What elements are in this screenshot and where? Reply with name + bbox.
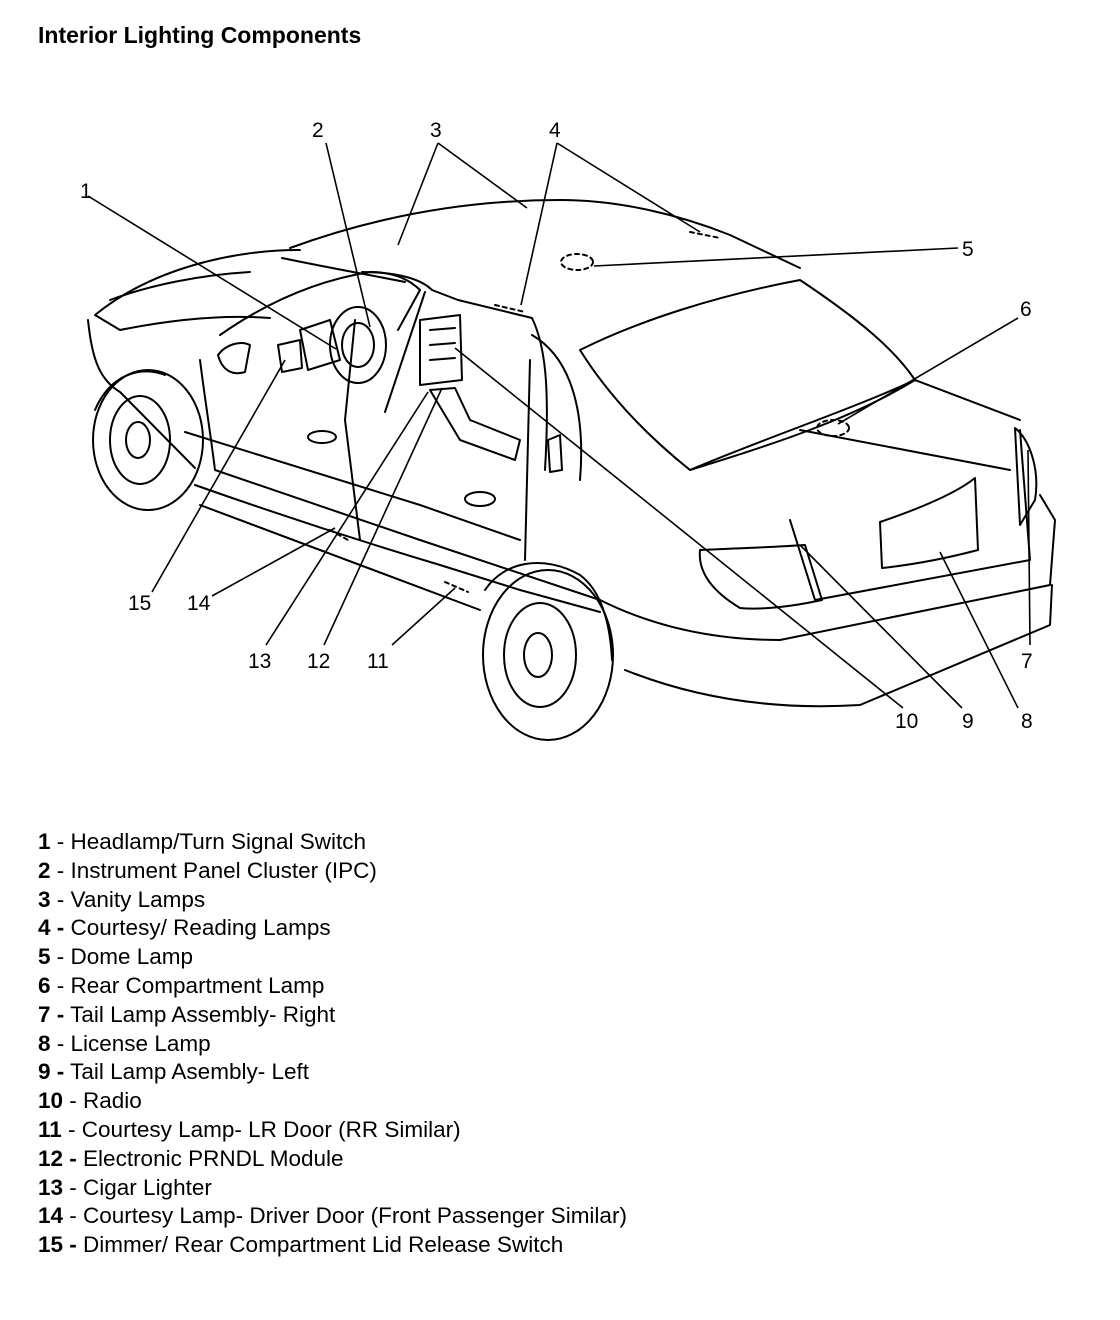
page-title: Interior Lighting Components [38, 22, 362, 48]
legend-separator: - [63, 1174, 84, 1200]
legend-item: 11 - Courtesy Lamp- LR Door (RR Similar) [38, 1116, 627, 1145]
legend-item: 8 - License Lamp [38, 1030, 627, 1059]
legend-separator: - [63, 1203, 84, 1229]
leader-7 [1027, 449, 1031, 646]
callout-13: 13 [248, 650, 271, 673]
legend-number: 9 - [38, 1059, 65, 1085]
legend-text: Rear Compartment Lamp [70, 972, 325, 998]
legend-text: Cigar Lighter [83, 1174, 212, 1200]
legend-item: 5 - Dome Lamp [38, 943, 627, 972]
callout-14: 14 [187, 592, 211, 615]
callout-6: 6 [1020, 298, 1032, 321]
legend-text: Instrument Panel Cluster (IPC) [70, 857, 377, 883]
callout-5: 5 [962, 238, 974, 261]
leader-8 [939, 551, 1019, 709]
leader-5 [593, 247, 959, 267]
legend-number: 6 [38, 972, 51, 998]
callout-3: 3 [430, 119, 442, 142]
legend-separator: - [50, 829, 71, 854]
leader-4b [556, 142, 701, 233]
callout-4: 4 [549, 119, 561, 142]
legend-separator: - [61, 1116, 82, 1142]
legend-item: 14 - Courtesy Lamp- Driver Door (Front P… [38, 1202, 627, 1231]
legend-number: 13 [38, 1174, 64, 1200]
legend-number: 10 [38, 1088, 64, 1114]
legend-item: 15 - Dimmer/ Rear Compartment Lid Releas… [38, 1231, 627, 1260]
callout-12: 12 [307, 650, 330, 673]
leader-9 [799, 544, 963, 709]
legend-text: License Lamp [70, 1030, 211, 1056]
legend-number: 4 - [38, 915, 65, 941]
legend-number: 15 - [38, 1232, 77, 1258]
legend-item: 12 - Electronic PRNDL Module [38, 1145, 627, 1174]
legend-item: 6 - Rear Compartment Lamp [38, 972, 627, 1001]
legend-item: 1 - Headlamp/Turn Signal Switch [38, 828, 627, 857]
legend-separator: - [50, 857, 71, 883]
legend-text: Courtesy/ Reading Lamps [70, 915, 331, 941]
legend-item: 10 - Radio [38, 1087, 627, 1116]
legend-text: Courtesy Lamp- LR Door (RR Similar) [81, 1116, 461, 1142]
legend-item: 3 - Vanity Lamps [38, 886, 627, 915]
legend-separator: - [50, 944, 71, 970]
car-illustration [87, 199, 1056, 741]
leader-2 [325, 142, 371, 328]
legend-item: 7 - Tail Lamp Assembly- Right [38, 1001, 627, 1030]
legend-text: Radio [83, 1088, 142, 1114]
legend-item: 4 - Courtesy/ Reading Lamps [38, 914, 627, 943]
leader-12 [323, 387, 443, 646]
legend-separator: - [50, 886, 71, 912]
legend-number: 7 - [38, 1001, 65, 1027]
callout-1: 1 [80, 180, 92, 203]
legend-item: 13 - Cigar Lighter [38, 1174, 627, 1203]
legend-separator: - [50, 1030, 71, 1056]
legend-item: 9 - Tail Lamp Asembly- Left [38, 1058, 627, 1087]
legend-text: Dimmer/ Rear Compartment Lid Release Swi… [83, 1232, 564, 1258]
leader-4a [520, 142, 558, 306]
leader-1 [87, 195, 337, 350]
legend-number: 14 [38, 1203, 64, 1229]
legend-number: 5 [38, 944, 51, 970]
callout-9: 9 [962, 710, 974, 733]
legend-text: Dome Lamp [70, 944, 194, 970]
legend-text: Vanity Lamps [70, 886, 206, 912]
legend-text: Electronic PRNDL Module [83, 1145, 344, 1171]
legend-number: 1 [38, 829, 51, 854]
component-legend: 1 - Headlamp/Turn Signal Switch 2 - Inst… [38, 828, 627, 1260]
legend-text: Headlamp/Turn Signal Switch [70, 829, 367, 854]
legend-text: Tail Lamp Assembly- Right [70, 1001, 336, 1027]
leader-3b [437, 142, 528, 209]
legend-number: 12 - [38, 1145, 77, 1171]
leader-3a [397, 142, 439, 246]
legend-item: 2 - Instrument Panel Cluster (IPC) [38, 857, 627, 886]
callout-labels: 1 2 3 4 5 6 7 8 9 10 11 12 13 14 15 [80, 119, 1033, 733]
legend-number: 3 [38, 886, 51, 912]
leader-13 [265, 391, 429, 646]
callout-2: 2 [312, 119, 324, 142]
callout-15: 15 [128, 592, 151, 615]
legend-number: 2 [38, 857, 51, 883]
legend-separator: - [63, 1088, 84, 1114]
leader-11 [391, 587, 456, 646]
leader-6 [837, 317, 1019, 425]
legend-number: 8 [38, 1030, 51, 1056]
callout-8: 8 [1021, 710, 1033, 733]
legend-text: Courtesy Lamp- Driver Door (Front Passen… [83, 1203, 627, 1229]
car-diagram: 1 2 3 4 5 6 7 8 9 10 11 12 13 14 15 [80, 119, 1056, 741]
leader-10 [454, 347, 904, 709]
legend-separator: - [50, 972, 71, 998]
leader-15 [151, 359, 286, 593]
callout-10: 10 [895, 710, 918, 733]
callout-7: 7 [1021, 650, 1033, 673]
legend-text: Tail Lamp Asembly- Left [70, 1059, 309, 1085]
legend-number: 11 [38, 1116, 62, 1142]
leader-14 [211, 527, 336, 597]
callout-leaders [87, 142, 1031, 709]
callout-11: 11 [367, 650, 389, 673]
